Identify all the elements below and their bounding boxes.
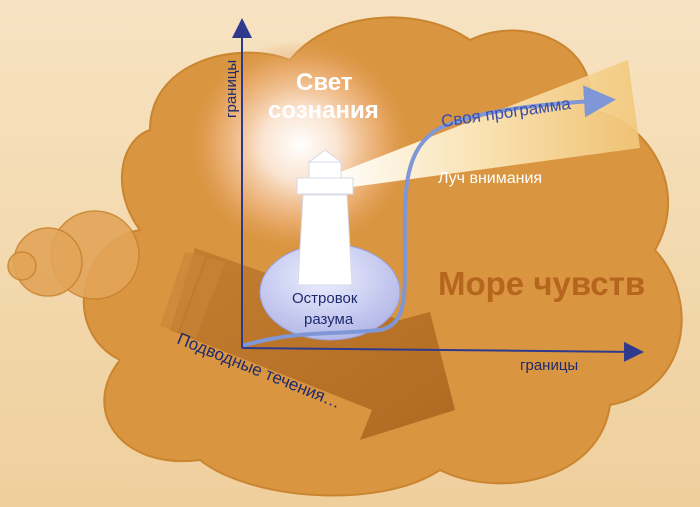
vertical-boundary-label: границы: [223, 60, 240, 118]
horizontal-boundary-label: границы: [520, 357, 578, 374]
own-program-curve: [243, 85, 616, 347]
horizontal-boundary-axis: [241, 341, 644, 362]
island-label-line1: Островок: [292, 290, 358, 307]
thought-bubbles: [7, 210, 140, 300]
ray-of-light: [325, 60, 640, 190]
lighthouse-icon: [296, 149, 354, 286]
ray-of-attention-label: Луч внимания: [438, 170, 542, 187]
light-glow: [190, 40, 410, 250]
sea-of-feelings-label: Море чувств: [438, 265, 645, 302]
light-label-line2: сознания: [268, 97, 379, 124]
light-label-line1: Свет: [296, 69, 353, 96]
island-label-line2: разума: [304, 311, 354, 328]
